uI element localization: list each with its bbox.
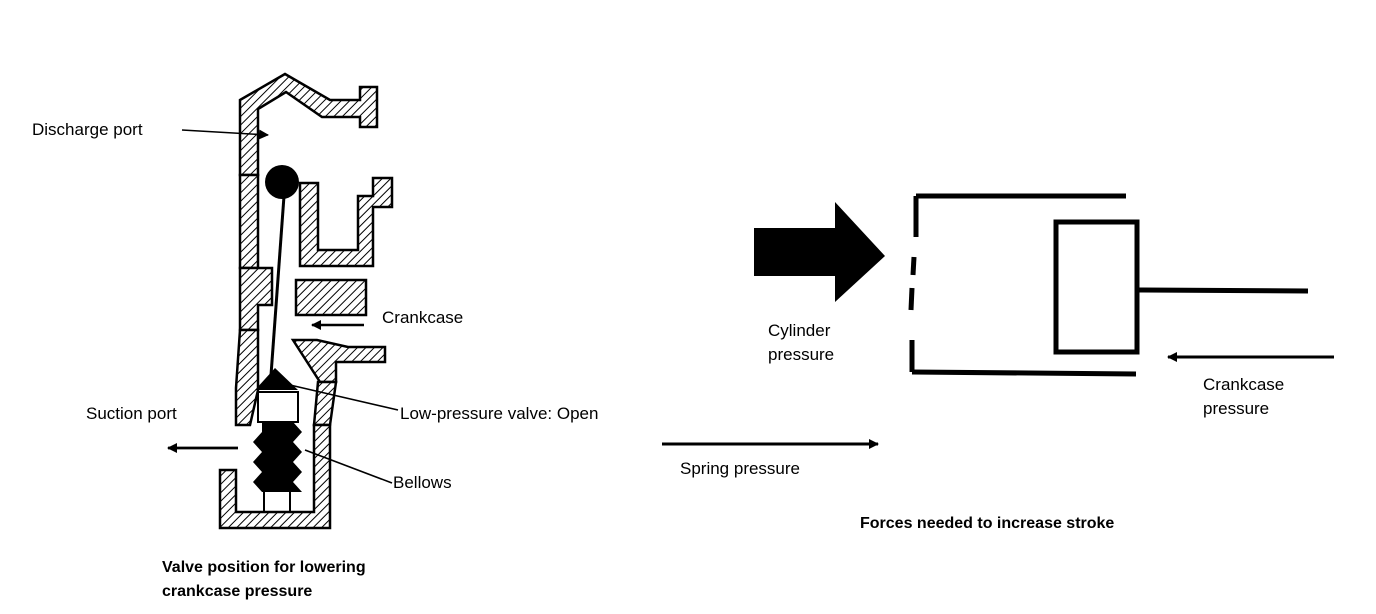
cylinder-pressure-arrow [754, 202, 885, 302]
crankcase-pressure-label-line2: pressure [1203, 399, 1270, 418]
piston-rod [1136, 287, 1309, 294]
bellows-leader [304, 449, 393, 484]
low-pressure-valve-label: Low-pressure valve: Open [400, 404, 599, 423]
suction-port-label: Suction port [86, 404, 177, 423]
cylinder-pressure-label-line1: Cylinder [768, 321, 831, 340]
right-caption: Forces needed to increase stroke [860, 515, 1115, 532]
valve-stem [269, 195, 286, 376]
low-pressure-valve-leader [289, 384, 399, 411]
cylinder-pressure-label-line2: pressure [768, 345, 835, 364]
piston [1053, 219, 1140, 355]
valve-ball [265, 165, 299, 199]
valve-housing [218, 72, 394, 530]
bellows-label: Bellows [393, 473, 452, 492]
left-caption-line1: Valve position for lowering [162, 559, 366, 576]
crankcase-pressure-label-line1: Crankcase [1203, 375, 1285, 394]
discharge-port-label: Discharge port [32, 120, 143, 139]
bellows [253, 391, 302, 512]
discharge-port-leader [181, 129, 269, 140]
cylinder [908, 193, 1137, 377]
low-pressure-valve-cone [255, 368, 298, 390]
crankcase-label: Crankcase [382, 308, 464, 327]
left-caption-line2: crankcase pressure [162, 583, 313, 600]
spring-pressure-label: Spring pressure [680, 459, 801, 478]
